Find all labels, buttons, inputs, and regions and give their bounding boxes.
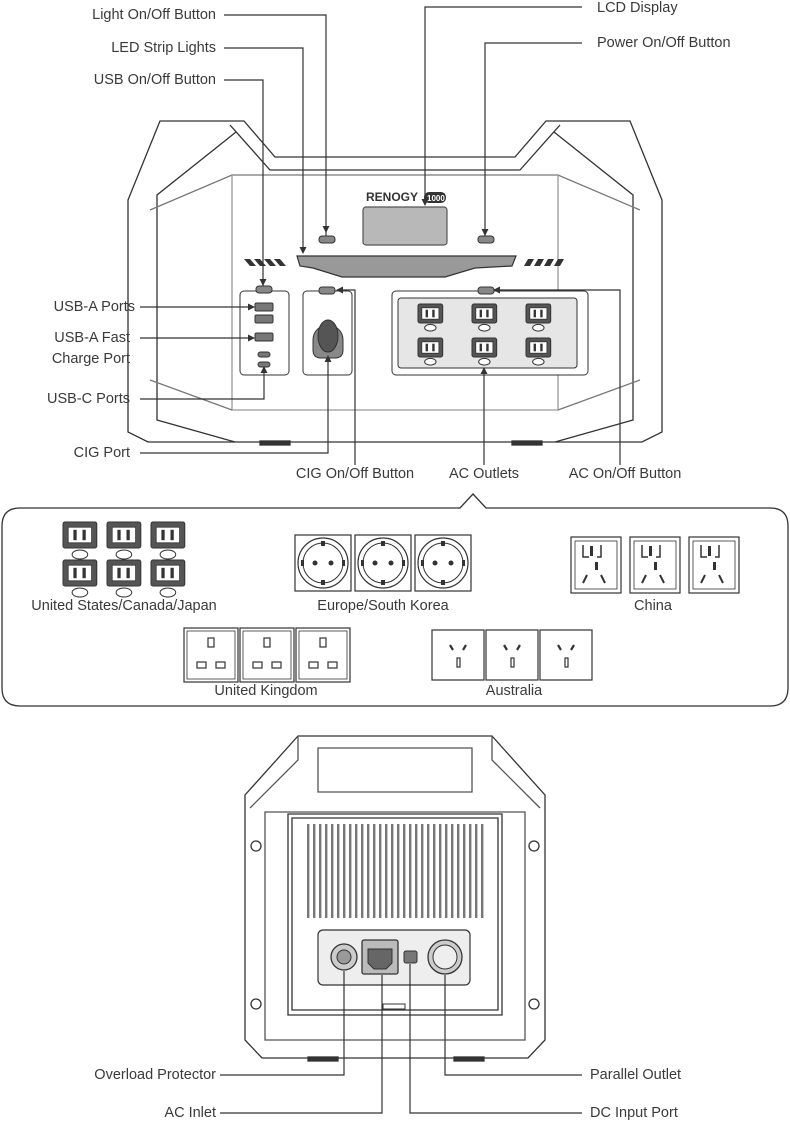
- ac-inlet-socket: [367, 948, 393, 970]
- eu-outlets: [294, 534, 472, 592]
- au-outlet: [431, 629, 485, 681]
- overload-protector-cap: [336, 949, 352, 965]
- label-region-cn: China: [634, 598, 672, 614]
- au-outlet: [485, 629, 539, 681]
- usb-c-port[interactable]: [257, 351, 271, 358]
- usb-a-port[interactable]: [254, 302, 274, 312]
- label-usb-a-fast-1: USB-A Fast: [54, 330, 130, 346]
- label-region-uk: United Kingdom: [214, 683, 318, 699]
- model-badge: [424, 192, 446, 203]
- dc-input-port[interactable]: [403, 950, 418, 964]
- label-overload-protector: Overload Protector: [94, 1067, 216, 1083]
- leader-lines: [140, 6, 621, 1114]
- light-button[interactable]: [318, 235, 336, 244]
- label-region-eu: Europe/South Korea: [317, 598, 449, 614]
- led-strip: [296, 255, 517, 278]
- cn-outlets: [570, 536, 740, 594]
- power-button[interactable]: [477, 235, 495, 244]
- ac-button[interactable]: [477, 286, 495, 295]
- label-ac-inlet: AC Inlet: [164, 1105, 216, 1121]
- usb-a-port[interactable]: [254, 314, 274, 324]
- uk-outlet: [183, 627, 239, 683]
- label-usb-a-ports: USB-A Ports: [53, 299, 135, 315]
- label-dc-input-port: DC Input Port: [590, 1105, 678, 1121]
- label-parallel-outlet: Parallel Outlet: [590, 1067, 682, 1083]
- usb-a-fast-port[interactable]: [254, 332, 274, 342]
- label-region-us: United States/Canada/Japan: [31, 598, 217, 614]
- rear-vent-grille: [305, 824, 485, 918]
- label-led-strip: LED Strip Lights: [111, 40, 216, 56]
- label-ac-outlets: AC Outlets: [448, 466, 520, 482]
- label-region-au: Australia: [485, 683, 543, 699]
- uk-outlets: [183, 627, 351, 683]
- cig-port-socket: [317, 319, 339, 353]
- brand-logo: RENOGY: [366, 190, 418, 204]
- leader-arrowheads: [248, 199, 500, 374]
- model-number: 1000: [427, 194, 445, 203]
- label-usb-button: USB On/Off Button: [93, 72, 216, 88]
- au-outlets: [431, 629, 593, 681]
- label-lcd-display: LCD Display: [597, 0, 678, 16]
- cig-button[interactable]: [318, 286, 336, 295]
- label-ac-button: AC On/Off Button: [568, 466, 682, 482]
- label-usb-a-fast-2: Charge Port: [51, 351, 130, 367]
- uk-outlet: [295, 627, 351, 683]
- label-usb-c-ports: USB-C Ports: [47, 391, 130, 407]
- usb-button[interactable]: [255, 285, 273, 294]
- label-light-button: Light On/Off Button: [92, 7, 216, 23]
- label-cig-port: CIG Port: [73, 445, 130, 461]
- front-ac-outlets: [417, 303, 552, 366]
- uk-outlet: [239, 627, 295, 683]
- lcd-display: [362, 206, 448, 246]
- au-outlet: [539, 629, 593, 681]
- rear-panel-tab: [382, 1003, 406, 1010]
- us-outlets: [62, 521, 186, 598]
- front-unit: [127, 120, 663, 446]
- parallel-outlet-inner: [432, 944, 458, 970]
- label-cig-button: CIG On/Off Button: [295, 466, 415, 482]
- label-power-button: Power On/Off Button: [597, 35, 731, 51]
